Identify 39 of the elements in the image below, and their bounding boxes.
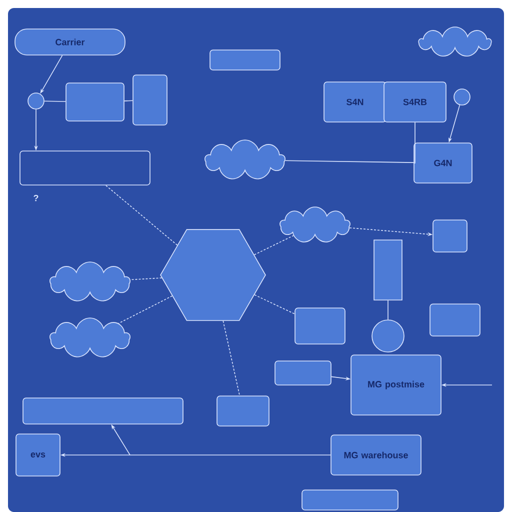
shape-box: [294, 308, 346, 344]
connector: [284, 160, 414, 163]
connector: [130, 278, 162, 280]
cloud-shape: [204, 140, 286, 180]
connector: [124, 100, 133, 102]
label-box: MG warehouse: [330, 434, 422, 476]
connector: [254, 294, 295, 314]
cloud-shape: [418, 26, 492, 56]
bar-shape: [374, 240, 402, 300]
connector: [118, 296, 173, 324]
note-text: ?: [34, 194, 38, 202]
shape-box: [22, 398, 184, 424]
label-box: G4N: [414, 142, 472, 184]
cloud-shape: [50, 262, 130, 302]
cloud-shape: [280, 206, 350, 242]
label-box: Carrier: [14, 28, 126, 56]
connector: [222, 320, 240, 396]
shape-circle: [28, 92, 44, 110]
label-box: S4N: [324, 82, 386, 122]
shape-box: [302, 490, 398, 510]
connector: [413, 122, 416, 164]
shape-box: [66, 82, 124, 122]
connector: [254, 235, 294, 256]
cloud-shape: [50, 318, 130, 358]
hexagon-shape: [160, 229, 266, 321]
shape-circle: [372, 320, 404, 352]
connector: [44, 100, 66, 102]
shape-box: [20, 150, 150, 186]
shape-box: [210, 50, 280, 70]
label-box: evs: [16, 434, 60, 476]
label-box: MG postmise: [350, 354, 442, 416]
label-box: S4RB: [384, 82, 446, 122]
shape-box: [216, 396, 270, 426]
shape-circle: [454, 88, 470, 106]
connector: [105, 185, 178, 246]
shape-box: [430, 304, 480, 336]
shape-box: [432, 220, 468, 252]
shape-box: [132, 74, 168, 126]
shape-box: [274, 360, 332, 386]
